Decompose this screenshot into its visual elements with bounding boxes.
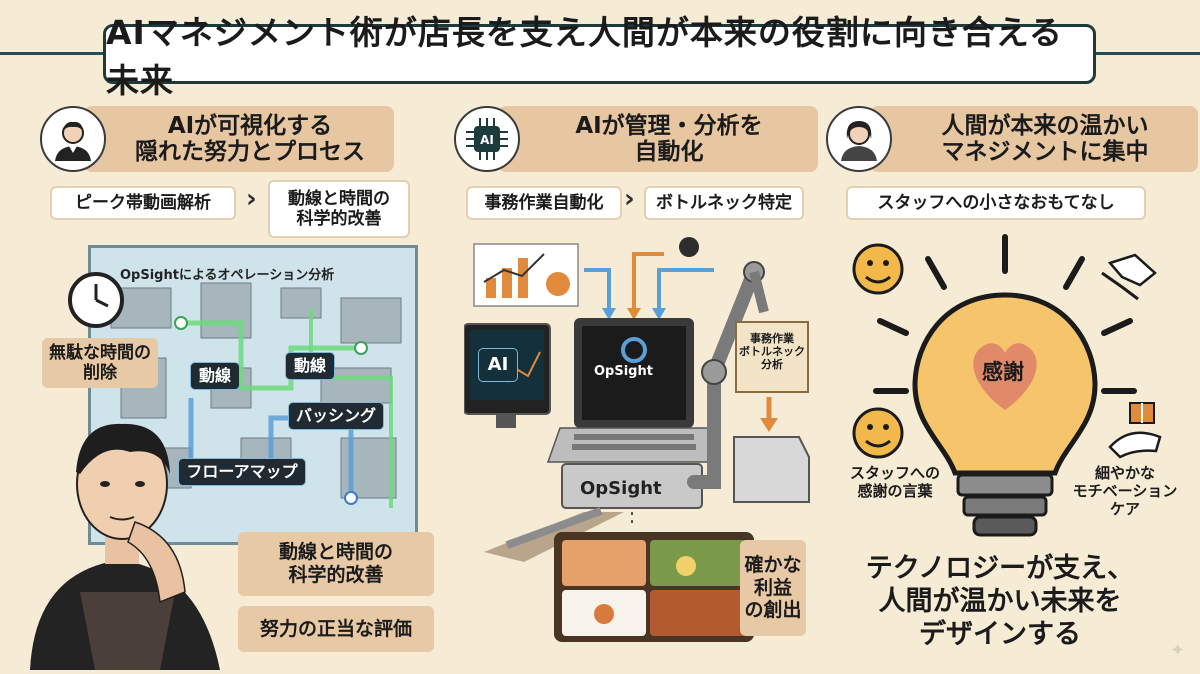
label-motivation-line-3: ケア bbox=[1109, 500, 1140, 518]
step-bottleneck: ボトルネック特定 bbox=[644, 186, 804, 220]
folder-label-line-3: 分析 bbox=[761, 358, 783, 372]
automation-illustration bbox=[463, 232, 824, 656]
waste-time-label: 無駄な時間の 削除 bbox=[42, 338, 158, 388]
step-flow-improvement: 動線と時間の 科学的改善 bbox=[268, 180, 410, 238]
label-motivation: 細やかな モチベーション ケア bbox=[1060, 464, 1190, 518]
column-2-header-line-2: 自動化 bbox=[634, 139, 704, 165]
monitor-ai-label: AI bbox=[478, 348, 518, 382]
outcome-profit-line-2: 利益 bbox=[753, 576, 792, 599]
map-label-bussing: バッシング bbox=[288, 402, 384, 430]
column-3-header-line-1: 人間が本来の温かい bbox=[941, 112, 1149, 139]
outcome-flow-improvement-line-2: 科学的改善 bbox=[288, 564, 384, 586]
outcome-flow-improvement-line-1: 動線と時間の bbox=[278, 541, 393, 564]
outcome-flow-improvement: 動線と時間の 科学的改善 bbox=[238, 532, 434, 596]
conclusion-text: テクノロジーが支え、 人間が温かい未来を デザインする bbox=[830, 553, 1170, 652]
laptop-brand: OpSight bbox=[594, 364, 653, 379]
label-motivation-line-1: 細やかな bbox=[1094, 464, 1155, 482]
staff-avatar-icon bbox=[826, 106, 892, 172]
chevron-right-icon: › bbox=[624, 184, 635, 214]
waste-time-label-line-1: 無駄な時間の bbox=[49, 342, 151, 363]
outcome-fair-evaluation: 努力の正当な評価 bbox=[238, 606, 434, 652]
step-office-automation: 事務作業自動化 bbox=[466, 186, 622, 220]
column-3-header-line-2: マネジメントに集中 bbox=[941, 139, 1149, 165]
chevron-right-icon: › bbox=[246, 184, 257, 214]
folder-label-line-1: 事務作業 bbox=[750, 332, 794, 345]
column-1-header-line-1: AIが可視化する bbox=[167, 112, 333, 139]
page-title: AIマネジメント術が店長を支え人間が本来の役割に向き合える未来 bbox=[103, 13, 1096, 100]
label-thanks-line-1: スタッフへの bbox=[849, 464, 940, 482]
map-label-floor-map: フローアマップ bbox=[178, 458, 306, 486]
lightbulb-illustration bbox=[840, 225, 1180, 559]
label-thanks-line-2: 感謝の言葉 bbox=[857, 482, 933, 500]
step-peak-analysis: ピーク帯動画解析 bbox=[50, 186, 236, 220]
conclusion-line-2: 人間が温かい未来を bbox=[878, 585, 1122, 617]
thinking-manager-illustration bbox=[10, 392, 240, 674]
outcome-profit: 確かな 利益 の創出 bbox=[740, 540, 806, 636]
sparkle-icon: ✦ bbox=[1170, 640, 1186, 661]
outcome-profit-line-1: 確かな bbox=[744, 553, 802, 576]
outcome-profit-line-3: の創出 bbox=[744, 599, 802, 622]
column-2-header-line-1: AIが管理・分析を bbox=[575, 112, 763, 139]
label-motivation-line-2: モチベーション bbox=[1072, 482, 1178, 500]
heart-label: 感謝 bbox=[982, 360, 1024, 384]
column-1-header: AIが可視化する 隠れた努力とプロセス bbox=[40, 106, 394, 172]
conclusion-line-1: テクノロジーが支え、 bbox=[865, 553, 1135, 584]
folder-label: 事務作業 ボトルネック 分析 bbox=[738, 332, 806, 372]
map-title: OpSightによるオペレーション分析 bbox=[120, 268, 335, 283]
step-hospitality: スタッフへの小さなおもてなし bbox=[846, 186, 1146, 220]
column-2-header: AI AIが管理・分析を 自動化 bbox=[454, 106, 818, 172]
clock-icon bbox=[66, 270, 126, 334]
manager-avatar-icon bbox=[40, 106, 106, 172]
base-brand: OpSight bbox=[580, 478, 662, 499]
step-flow-improvement-line-1: 動線と時間の bbox=[288, 188, 390, 209]
map-label-flow-1: 動線 bbox=[190, 362, 240, 390]
step-flow-improvement-line-2: 科学的改善 bbox=[296, 209, 382, 229]
conclusion-line-3: デザインする bbox=[919, 618, 1081, 650]
waste-time-label-line-2: 削除 bbox=[83, 363, 117, 383]
label-thanks: スタッフへの 感謝の言葉 bbox=[840, 464, 950, 500]
title-line-left bbox=[0, 52, 110, 55]
column-1-header-line-2: 隠れた努力とプロセス bbox=[135, 139, 365, 165]
column-3-header: 人間が本来の温かい マネジメントに集中 bbox=[826, 106, 1198, 172]
map-label-flow-2: 動線 bbox=[285, 352, 335, 380]
folder-label-line-2: ボトルネック bbox=[739, 345, 805, 359]
svg-text:AI: AI bbox=[480, 133, 494, 147]
ai-chip-icon: AI bbox=[454, 106, 520, 172]
title-line-right bbox=[1090, 52, 1200, 55]
